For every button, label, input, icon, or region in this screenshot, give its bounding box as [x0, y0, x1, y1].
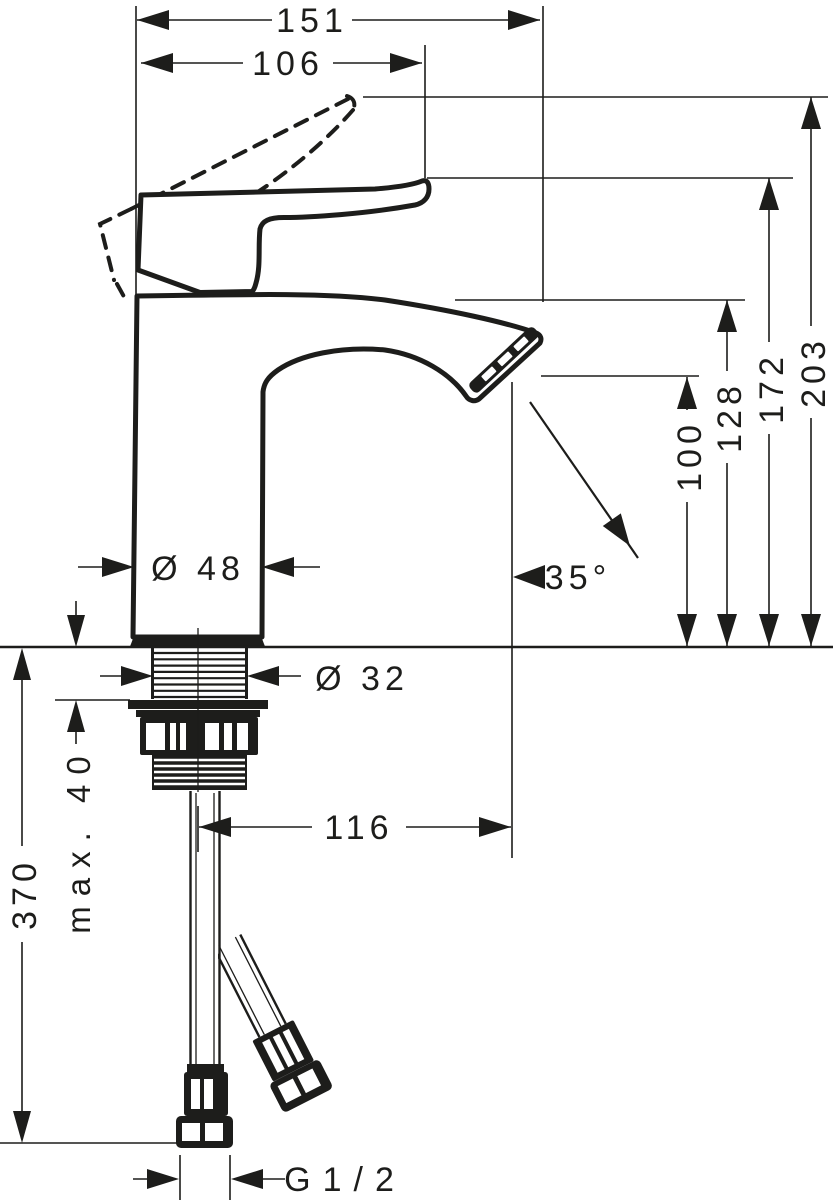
lever-handle — [135, 178, 432, 295]
dimension-label-370: 370 — [6, 858, 44, 930]
supply-hose-angled — [212, 934, 332, 1112]
dimension-label-128: 128 — [711, 381, 749, 453]
dimension-label-max40: max. 40 — [60, 746, 97, 933]
dimension-max-thickness: max. 40 — [60, 601, 97, 934]
threaded-shank — [151, 648, 248, 699]
faucet-body-and-spout — [130, 292, 544, 640]
dimension-label-106: 106 — [252, 45, 324, 83]
dimension-height-203: 203 — [795, 97, 833, 646]
dimension-hose-length-370: 370 — [6, 648, 44, 1143]
dimension-spray-angle: 35° — [513, 401, 639, 597]
dimension-height-172: 172 — [753, 178, 791, 646]
height-reference-lines — [363, 96, 828, 377]
dimension-label-172: 172 — [753, 352, 791, 424]
mounting-nut — [140, 717, 258, 755]
dimension-height-128: 128 — [711, 300, 749, 646]
dimension-thread-g12: G1/2 — [133, 1161, 406, 1199]
dimension-label-203: 203 — [795, 336, 833, 408]
dimension-diameter-48: Ø 48 — [78, 550, 320, 588]
dimension-reach-116: 116 — [199, 809, 511, 847]
dimension-label-116: 116 — [324, 809, 393, 847]
hose-connector-nut — [184, 1072, 228, 1116]
dimension-width-106: 106 — [141, 45, 422, 83]
dimension-diameter-32: Ø 32 — [100, 660, 409, 698]
aerator-face — [469, 327, 539, 393]
dimension-label-100: 100 — [671, 420, 709, 492]
hose-connector-fitting — [176, 1116, 233, 1148]
raised-handle-dashed-outline — [97, 94, 357, 306]
dimension-width-151: 151 — [137, 2, 540, 40]
extension-lines — [55, 6, 544, 1200]
dimension-label-g12: G1/2 — [284, 1161, 406, 1199]
dimension-label-151: 151 — [276, 2, 348, 40]
lower-thread-section — [152, 755, 247, 790]
dimension-label-dia48: Ø 48 — [151, 550, 245, 588]
dimension-height-100: 100 — [671, 377, 709, 646]
dimension-label-35deg: 35° — [545, 559, 611, 597]
dimension-label-dia32: Ø 32 — [315, 660, 409, 698]
supply-hose-vertical — [187, 790, 224, 1074]
